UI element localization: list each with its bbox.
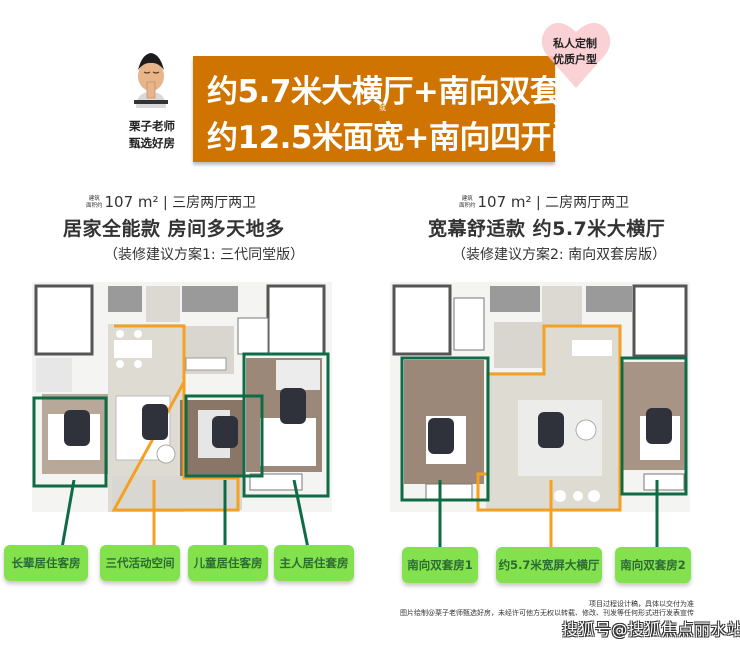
plan1-marker-3: [212, 416, 238, 448]
headline-banner: 约5.7米大横厅+南向双套房 或 约12.5米面宽+南向四开间: [193, 56, 591, 162]
author-line-2: 甄选好房: [129, 136, 175, 150]
plan1-connectors: [60, 480, 310, 549]
plan1-area: 107 m²: [104, 193, 159, 211]
author-name: 栗子老师 甄选好房: [116, 118, 188, 152]
headline-or: 或: [379, 104, 386, 112]
tag-elder-guest-room: 长辈居住客房: [4, 545, 88, 581]
tag-master-suite: 主人居住套房: [274, 545, 354, 581]
plan2-separator: |: [536, 195, 541, 211]
plan2-connectors: [438, 480, 659, 548]
heart-line-2: 优质户型: [553, 53, 597, 66]
plan1-subtitle: （装修建议方案1: 三代同堂版）: [104, 247, 305, 263]
plan1-separator: |: [163, 195, 168, 211]
plan1-connector-1: [60, 480, 76, 549]
headline-line-1: 约5.7米大横厅+南向双套房: [207, 74, 591, 110]
tag-children-guest-room: 儿童居住客房: [188, 545, 268, 581]
tag-south-suite-1: 南向双套房1: [402, 547, 478, 583]
plan2-marker-1: [428, 418, 454, 454]
plan1-area-label: 建筑面积约: [86, 196, 103, 209]
plan1-connector-4: [292, 480, 310, 549]
disclaimer-2: 图片绘制@栗子老师甄选好房，未经许可他方无权以转载、修改、刊发等任何形式进行发表…: [400, 609, 694, 617]
plan1-title: 居家全能款 房间多天地多: [63, 218, 285, 240]
plan1-marker-4: [280, 388, 306, 424]
headline-line-2: 约12.5米面宽+南向四开间: [207, 120, 582, 156]
plan2-area-label: 建筑面积约: [459, 196, 476, 209]
author-avatar: [128, 52, 174, 108]
tag-wide-living-room: 约5.7米宽屏大横厅: [496, 547, 602, 583]
heart-badge-text: 私人定制 优质户型: [549, 36, 601, 68]
watermark: 搜狐号@搜狐焦点丽水站: [562, 620, 740, 639]
plan1-marker-2: [142, 404, 168, 440]
plan2-subtitle: （装修建议方案2: 南向双套房版）: [452, 247, 667, 263]
plan2-marker-2: [538, 412, 564, 448]
author-line-1: 栗子老师: [129, 119, 175, 133]
plan2-marker-3: [646, 408, 672, 444]
floorplan-1: [32, 282, 332, 512]
heart-line-1: 私人定制: [553, 37, 597, 50]
disclaimer-1: 项目过程设计稿，具体以交付为准: [589, 600, 694, 608]
plan2-title: 宽幕舒适款 约5.7米大横厅: [428, 218, 666, 240]
floorplan-2: [390, 282, 690, 512]
plan2-layout: 二房两厅两卫: [545, 195, 630, 211]
plan1-layout: 三房两厅两卫: [172, 195, 257, 211]
plan1-marker-1: [64, 410, 90, 446]
tag-three-generation-space: 三代活动空间: [100, 545, 180, 581]
tag-south-suite-2: 南向双套房2: [615, 547, 691, 583]
plan2-area: 107 m²: [477, 193, 532, 211]
heart-badge: [541, 18, 611, 90]
